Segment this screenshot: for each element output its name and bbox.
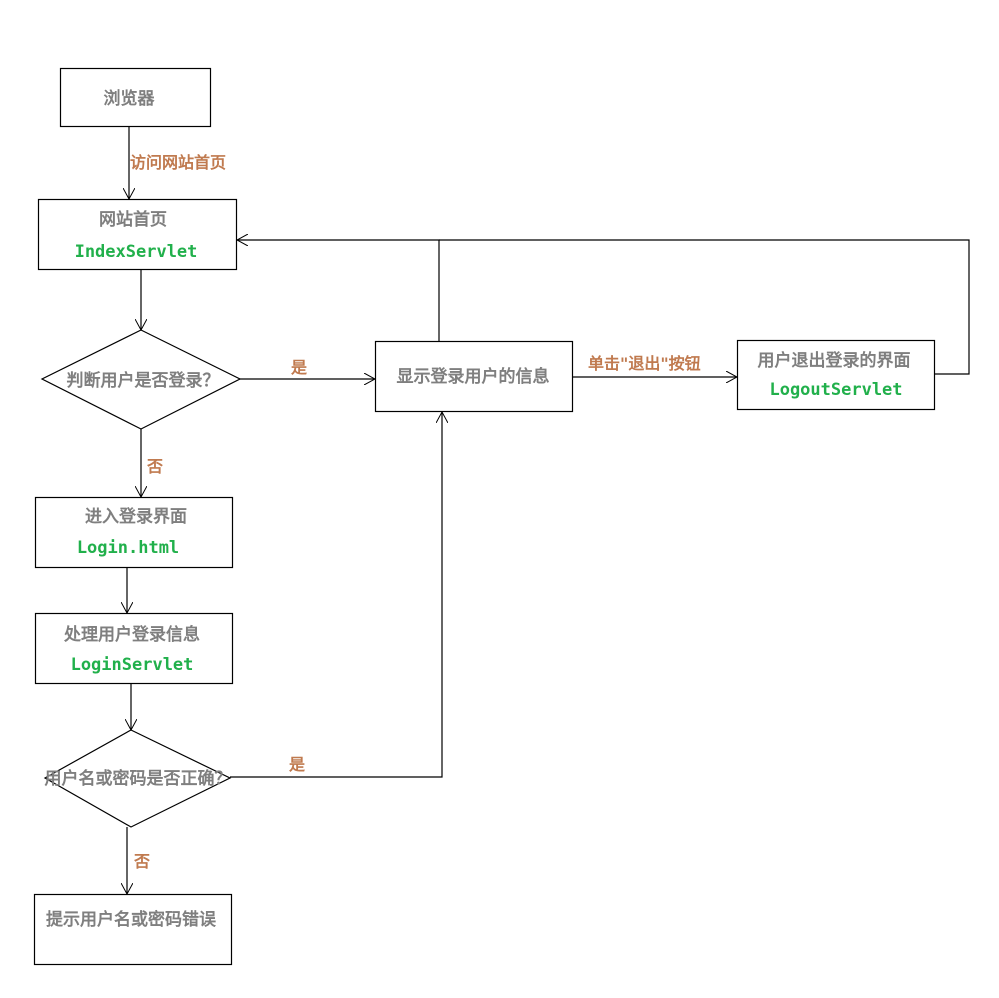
node-login-page: 进入登录界面 Login.html xyxy=(34,496,234,569)
edge-label-visit-home: 访问网站首页 xyxy=(130,153,226,172)
node-login-servlet-code: LoginServlet xyxy=(71,655,194,675)
node-logout-code: LogoutServlet xyxy=(769,380,902,400)
node-login-servlet: 处理用户登录信息 LoginServlet xyxy=(34,612,234,685)
edge-label-logged-in-no: 否 xyxy=(146,457,163,476)
node-login-page-code: Login.html xyxy=(77,538,179,558)
node-index-code: IndexServlet xyxy=(75,242,198,262)
node-error: 提示用户名或密码错误 xyxy=(33,893,233,966)
node-logout-label: 用户退出登录的界面 xyxy=(758,350,911,371)
node-login-page-label: 进入登录界面 xyxy=(85,506,187,527)
node-index-label: 网站首页 xyxy=(99,209,167,230)
edge-label-credentials-no: 否 xyxy=(133,852,150,871)
node-check-login: 判断用户是否登录？ xyxy=(40,329,242,430)
edge-logout-to-index xyxy=(439,239,970,375)
node-browser: 浏览器 xyxy=(59,67,212,128)
edge-label-credentials-yes: 是 xyxy=(288,755,305,774)
edge-check-credentials-yes xyxy=(230,412,442,778)
node-logout: 用户退出登录的界面 LogoutServlet xyxy=(736,339,936,411)
node-check-login-label: 判断用户是否登录？ xyxy=(67,370,220,391)
edge-show-info-to-index xyxy=(237,240,440,341)
node-check-credentials: 用户名或密码是否正确？ xyxy=(43,729,232,828)
edge-label-click-logout: 单击"退出"按钮 xyxy=(588,354,701,373)
node-show-info-label: 显示登录用户的信息 xyxy=(397,366,550,387)
node-show-info: 显示登录用户的信息 xyxy=(374,340,574,413)
edge-label-logged-in-yes: 是 xyxy=(290,358,307,377)
node-login-servlet-label: 处理用户登录信息 xyxy=(63,624,200,645)
node-index: 网站首页 IndexServlet xyxy=(37,198,238,271)
node-check-credentials-label: 用户名或密码是否正确？ xyxy=(45,768,232,789)
node-error-label: 提示用户名或密码错误 xyxy=(46,909,217,930)
node-browser-label: 浏览器 xyxy=(104,88,156,109)
